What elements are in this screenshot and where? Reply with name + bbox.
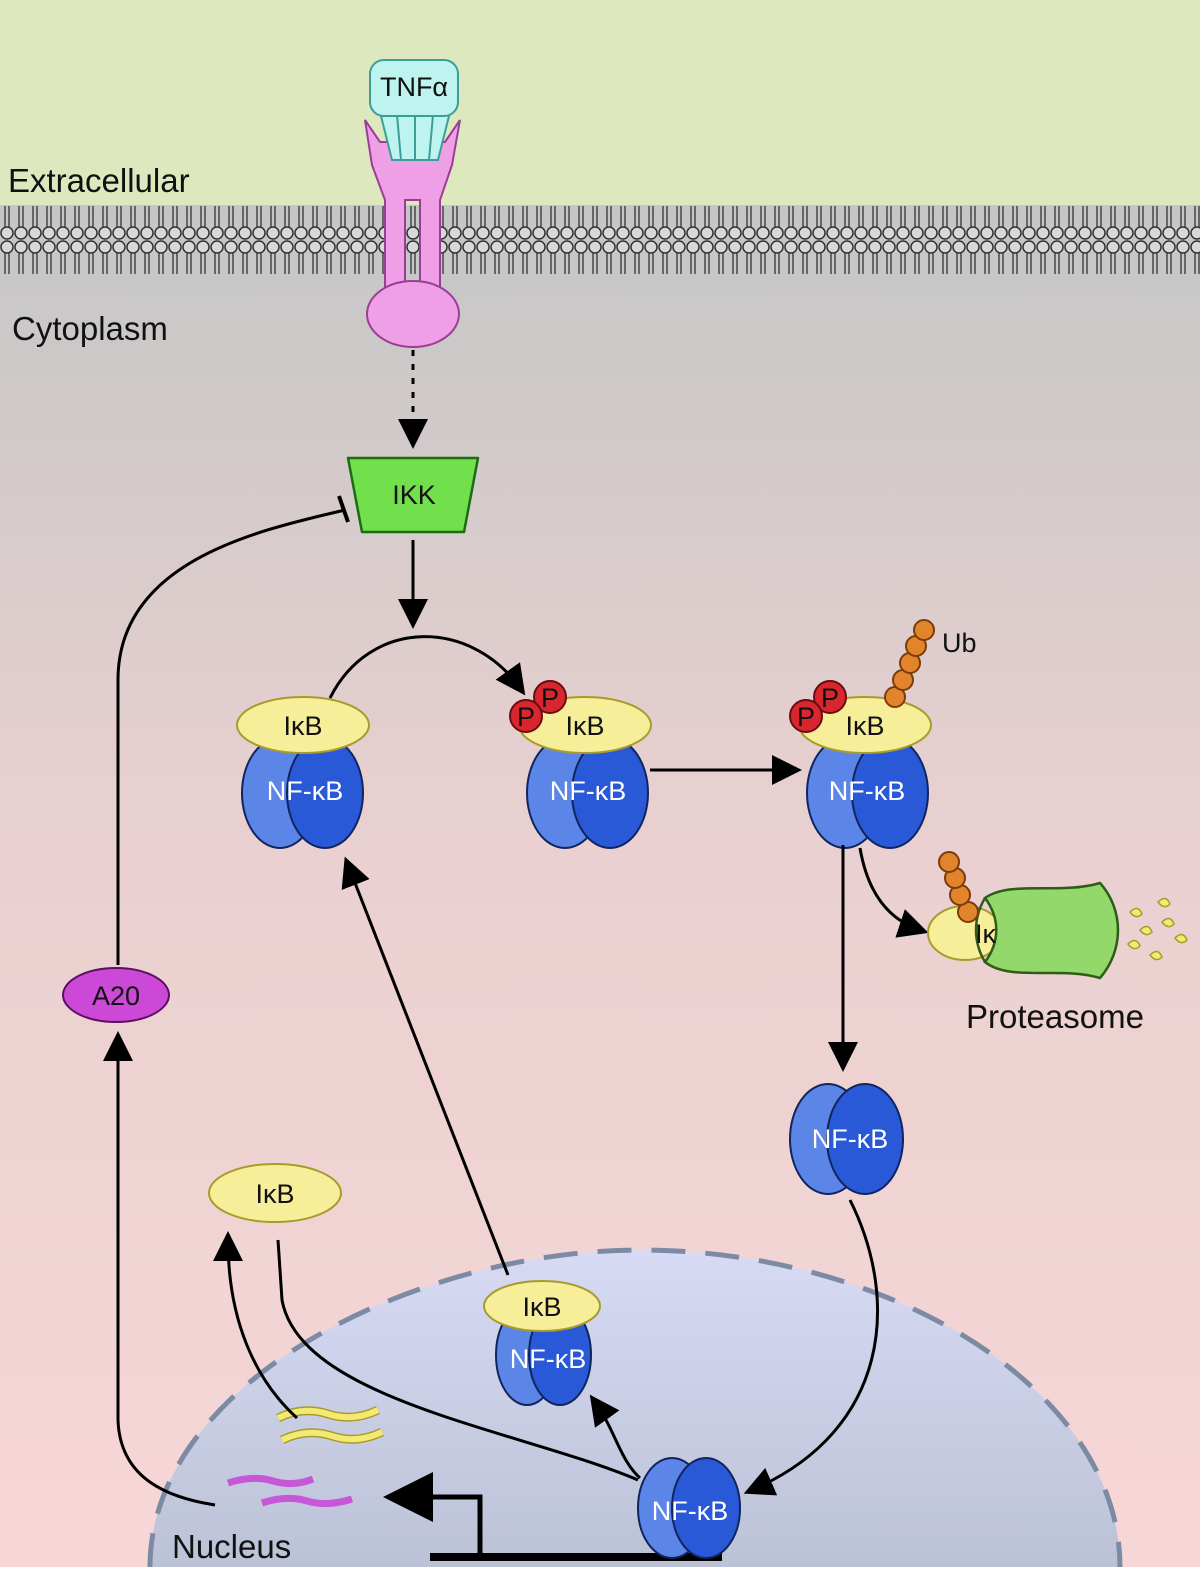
ik-fragment-label: Iκ <box>975 919 997 949</box>
ikb-synthesis-line <box>276 1239 639 1482</box>
nuclear-envelope <box>147 1247 1123 1568</box>
nfkb-label: NF-κB <box>550 776 627 806</box>
tnf-alpha-ligand: TNFα <box>369 59 459 161</box>
nuclear-export-arrow <box>341 856 510 1276</box>
nucleus-label: Nucleus <box>172 1528 291 1565</box>
ubiquitin-chain <box>884 619 935 708</box>
free-ikb: IκB <box>208 1163 342 1223</box>
ubiquitinated-ikb-nfkb-complex: NF-κB IκB P P Ub <box>789 619 977 849</box>
tnf-label: TNFα <box>380 72 448 102</box>
peptide-fragments <box>1127 897 1188 961</box>
phosphate-group <box>533 680 567 714</box>
a20-inhibition-line <box>116 508 346 965</box>
phospho-ikb-nfkb-complex: NF-κB IκB P P <box>509 680 652 849</box>
ikb-label: IκB <box>565 711 604 741</box>
nfkb-label: NF-κB <box>652 1496 729 1526</box>
translation-arrow <box>213 1231 299 1420</box>
phosphate-label: P <box>821 683 839 713</box>
ikb-label: IκB <box>283 711 322 741</box>
nuclear-import-arrow <box>743 1199 880 1496</box>
a20-label: A20 <box>92 981 140 1011</box>
phosphate-group <box>813 680 847 714</box>
cytoplasm-label: Cytoplasm <box>12 310 168 347</box>
nuclear-ikb-nfkb-complex: NF-κB IκB <box>483 1280 601 1406</box>
nuclear-nfkb: NF-κB <box>637 1457 741 1559</box>
ikk-label: IKK <box>392 480 436 510</box>
phosphate-label: P <box>541 683 559 713</box>
nfkb-label: NF-κB <box>510 1344 587 1374</box>
ubiquitin-chain <box>938 851 979 923</box>
nfkb-label: NF-κB <box>829 776 906 806</box>
transcription-arrow <box>383 1472 483 1557</box>
cell-membrane <box>0 202 1200 284</box>
ubiquitin-label: Ub <box>942 628 977 658</box>
proteasome-label: Proteasome <box>966 998 1144 1035</box>
phosphorylation-arrow <box>328 635 526 699</box>
free-nfkb: NF-κB <box>789 1083 904 1195</box>
ikb-binding-arrow <box>589 1394 642 1480</box>
ikb-label: IκB <box>845 711 884 741</box>
tnf-receptor <box>364 119 461 348</box>
nfkb-label: NF-κB <box>267 776 344 806</box>
phosphate-group <box>789 699 823 733</box>
nfkb-label: NF-κB <box>812 1124 889 1154</box>
extracellular-region <box>0 0 1200 205</box>
proteasome: Iκ Proteasome <box>927 851 1188 1035</box>
phosphate-label: P <box>797 702 815 732</box>
degradation-arrow <box>858 847 929 938</box>
inhibition-bar <box>337 495 350 523</box>
phosphate-label: P <box>517 702 535 732</box>
ikb-nfkb-complex-1: NF-κB IκB <box>236 696 370 849</box>
ikk-complex: IKK <box>346 456 480 534</box>
phosphate-group <box>509 699 543 733</box>
ikb-label: IκB <box>255 1179 294 1209</box>
a20-mrna <box>226 1474 354 1508</box>
extracellular-label: Extracellular <box>8 162 190 199</box>
ikb-label: IκB <box>522 1292 561 1322</box>
a20-translation-arrow <box>103 1031 216 1507</box>
a20-protein: A20 <box>62 967 170 1023</box>
